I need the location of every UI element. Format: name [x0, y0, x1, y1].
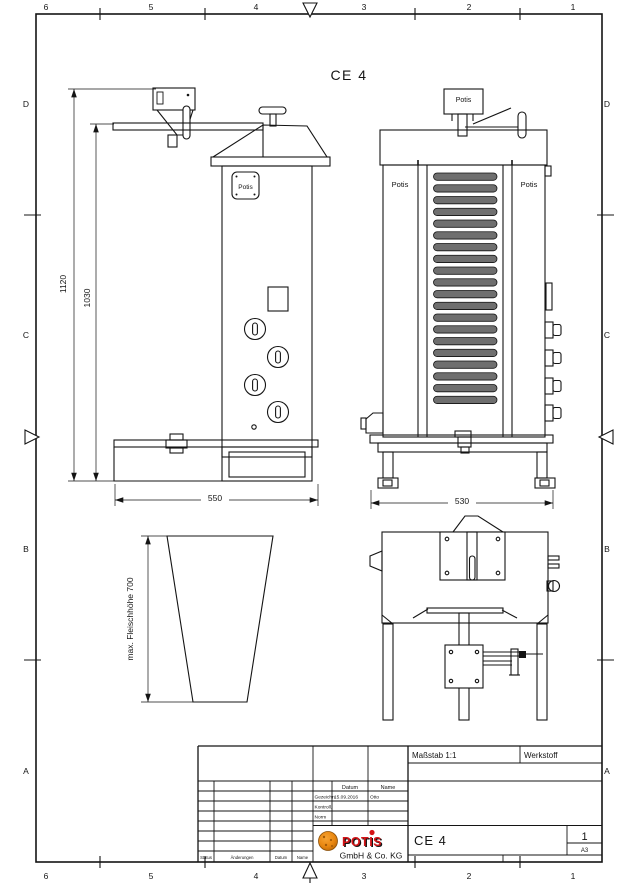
front-badge-label: Potis: [238, 184, 253, 191]
dim-label-fleischhoehe: max. Fleischhöhe 700: [125, 577, 135, 660]
front-motor-unit: [152, 87, 196, 148]
side-left-fitting: [360, 412, 384, 434]
side-motor-box: Potis: [443, 88, 484, 137]
frame-col-label: 3: [362, 871, 367, 881]
paper-format: A3: [581, 848, 589, 854]
side-undercarriage: [369, 430, 556, 489]
centering-arrow-left-icon: [24, 429, 41, 445]
frame-row-label: B: [23, 544, 29, 554]
frame-col-label: 1: [571, 871, 576, 881]
front-control-knobs: [243, 317, 290, 430]
logo-text: POTIS: [342, 835, 382, 849]
side-view: Potis Potis Potis: [360, 88, 562, 509]
company-name: GmbH & Co. KG: [340, 851, 403, 861]
side-gas-knobs: [544, 165, 562, 422]
frame-row-label: C: [23, 330, 29, 340]
frame-ticks: [24, 8, 614, 868]
frame-col-label: 4: [254, 871, 259, 881]
centering-arrow-right-icon: [597, 429, 614, 445]
meat-cone-shape: [166, 535, 274, 703]
drawn-date: 15.09.2016: [334, 795, 358, 801]
dim-label-530: 530: [455, 496, 469, 506]
title-block-grid: [197, 745, 602, 862]
front-base: [113, 446, 313, 482]
header-date: Datum: [342, 785, 359, 791]
centering-arrow-top-icon: [302, 2, 318, 19]
rear-mount-plate: [439, 531, 506, 581]
frame-col-label: 5: [149, 2, 154, 12]
logo-text-shadow: POTIS: [343, 836, 383, 850]
frame-col-label: 1: [571, 2, 576, 12]
front-t-handle: [258, 106, 287, 127]
title-block: Maßstab 1:1 Werkstoff Datum Name Gezeich…: [197, 745, 602, 862]
frame-row-label: A: [23, 766, 29, 776]
rear-motor-bracket: [444, 644, 543, 689]
rev-date-label: Datum: [275, 855, 288, 860]
frame-col-label: 2: [467, 2, 472, 12]
header-name: Name: [381, 785, 396, 791]
doc-title: CE 4: [414, 833, 447, 848]
frame-row-label: D: [604, 99, 610, 109]
frame-row-label: A: [604, 766, 610, 776]
side-right-panel-label: Potis: [521, 180, 538, 189]
rear-side-fittings: [369, 550, 561, 593]
side-handle-lever: [465, 107, 527, 139]
frame-col-labels-bottom: 6 5 4 3 2 1: [44, 871, 576, 881]
row-checked-label: Kontroll.: [315, 805, 333, 811]
frame-col-label: 6: [44, 871, 49, 881]
front-body: [221, 165, 313, 458]
front-potis-badge: Potis: [231, 171, 260, 200]
side-heating-coils: [433, 172, 498, 404]
rev-status-label: Status: [200, 855, 212, 860]
frame-col-label: 6: [44, 2, 49, 12]
front-view: 1120 1030 550: [58, 87, 331, 506]
front-drip-tray: [113, 433, 319, 454]
drawing-frame: 6 5 4 3 2 1 6 5 4 3 2 1 D C B A D C B A: [23, 2, 614, 883]
side-motor-label: Potis: [456, 97, 472, 104]
frame-col-labels-top: 6 5 4 3 2 1: [44, 2, 576, 12]
row-drawn-label: Gezeichn.: [315, 795, 337, 801]
frame-col-label: 3: [362, 2, 367, 12]
rev-name-label: Name: [297, 855, 309, 860]
frame-col-label: 2: [467, 871, 472, 881]
material-label: Werkstoff: [524, 751, 558, 760]
frame-row-label: D: [23, 99, 29, 109]
centering-arrow-bottom-icon: [302, 861, 318, 879]
front-hood: [210, 124, 331, 167]
dim-label-1120: 1120: [58, 275, 68, 294]
frame-row-label: C: [604, 330, 610, 340]
potis-logo: POTIS POTIS GmbH & Co. KG: [318, 829, 403, 861]
sheet-number: 1: [581, 831, 587, 843]
rear-view: [369, 515, 561, 721]
rev-changes-label: Änderungen: [231, 855, 254, 860]
frame-border: [35, 13, 603, 863]
frame-row-label: B: [604, 544, 610, 554]
frame-col-label: 5: [149, 871, 154, 881]
logo-dot-icon: [369, 829, 375, 836]
scale-label: Maßstab 1:1: [412, 751, 457, 760]
side-left-panel-label: Potis: [392, 180, 409, 189]
rear-arm-cap: [519, 651, 526, 658]
row-standard-label: Norm: [315, 815, 327, 821]
frame-col-label: 4: [254, 2, 259, 12]
dim-label-1030: 1030: [82, 288, 92, 307]
cone-dimension: [141, 535, 193, 703]
logo-ball-icon: [318, 831, 338, 851]
front-control-window: [267, 286, 289, 312]
drawn-by: Otto: [370, 795, 379, 801]
meat-cone-view: max. Fleischhöhe 700: [125, 535, 274, 703]
front-dimensions: [68, 88, 319, 506]
frame-row-labels: D C B A D C B A: [23, 99, 610, 776]
side-body: [382, 164, 546, 438]
dim-label-550: 550: [208, 493, 222, 503]
drawing-title: CE 4: [330, 67, 367, 83]
